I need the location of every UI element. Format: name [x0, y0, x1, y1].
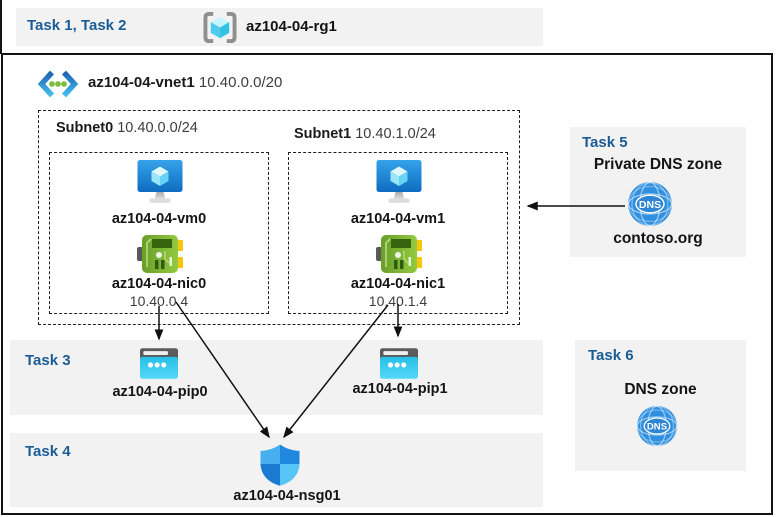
- network-interface-icon: [137, 235, 183, 273]
- resource-group-name: az104-04-rg1: [246, 18, 337, 35]
- nic0-ip: 10.40.0.4: [129, 293, 189, 309]
- subnet1-name: Subnet1: [294, 126, 352, 142]
- public-ip-icon: [380, 348, 418, 379]
- vnet-title: az104-04-vnet1 10.40.0.0/20: [88, 74, 282, 91]
- task4-band: Task 4 az104-04-nsg01: [10, 433, 543, 507]
- subnet0-box: az104-04-vm0 az104-04-nic0 10.40.0.4: [49, 152, 269, 314]
- subnets-container: Subnet0 10.40.0.0/24 Subnet1 10.40.1.0/2…: [38, 110, 520, 325]
- edge-line: [0, 0, 2, 54]
- task3-band: Task 3 az104-04-pip0 az104-04-pip1: [10, 340, 543, 415]
- vnet-cidr: 10.40.0.0/20: [198, 74, 283, 91]
- task5-panel: Task 5 Private DNS zone DNS contoso.org: [570, 127, 746, 257]
- subnet0-title: Subnet0 10.40.0.0/24: [56, 120, 198, 136]
- subnet0-name: Subnet0: [56, 120, 114, 136]
- nsg-label: az104-04-nsg01: [233, 488, 341, 504]
- private-dns-zone-name: contoso.org: [613, 230, 703, 247]
- nic0-label: az104-04-nic0: [111, 276, 207, 292]
- public-ip-icon: [140, 348, 178, 379]
- vm1-label: az104-04-vm1: [350, 211, 446, 227]
- network-interface-icon: [376, 235, 422, 273]
- resource-group-icon: [203, 11, 237, 44]
- task6-label: Task 6: [588, 347, 634, 364]
- vnet-frame: [1, 53, 773, 515]
- subnet0-cidr: 10.40.0.0/24: [117, 120, 198, 136]
- subnet1-box: az104-04-vm1 az104-04-nic1 10.40.1.4: [288, 152, 508, 314]
- virtual-machine-icon: [376, 160, 422, 203]
- pip0-label: az104-04-pip0: [112, 384, 208, 400]
- private-dns-zone-title: Private DNS zone: [593, 156, 723, 173]
- vnet-name: az104-04-vnet1: [88, 74, 195, 91]
- dns-zone-title: DNS zone: [624, 381, 697, 398]
- task-1-2-label: Task 1, Task 2: [27, 17, 127, 34]
- task3-label: Task 3: [25, 352, 71, 369]
- nsg-shield-icon: [260, 444, 300, 486]
- resource-group-band: Task 1, Task 2 az104-04-rg1: [16, 8, 543, 46]
- pip1-label: az104-04-pip1: [352, 381, 448, 397]
- virtual-machine-icon: [137, 160, 183, 203]
- svg-text:DNS: DNS: [647, 422, 668, 433]
- task6-panel: Task 6 DNS zone DNS: [575, 340, 746, 471]
- task4-label: Task 4: [25, 443, 71, 460]
- virtual-network-icon: [37, 70, 79, 98]
- task5-label: Task 5: [582, 134, 628, 151]
- nic1-ip: 10.40.1.4: [368, 293, 428, 309]
- vm0-label: az104-04-vm0: [111, 211, 207, 227]
- subnet1-title: Subnet1 10.40.1.0/24: [294, 126, 436, 142]
- dns-icon: DNS: [636, 405, 678, 447]
- subnet1-cidr: 10.40.1.0/24: [355, 126, 436, 142]
- dns-icon: DNS: [627, 181, 673, 227]
- nic1-label: az104-04-nic1: [350, 276, 446, 292]
- svg-text:DNS: DNS: [639, 199, 661, 211]
